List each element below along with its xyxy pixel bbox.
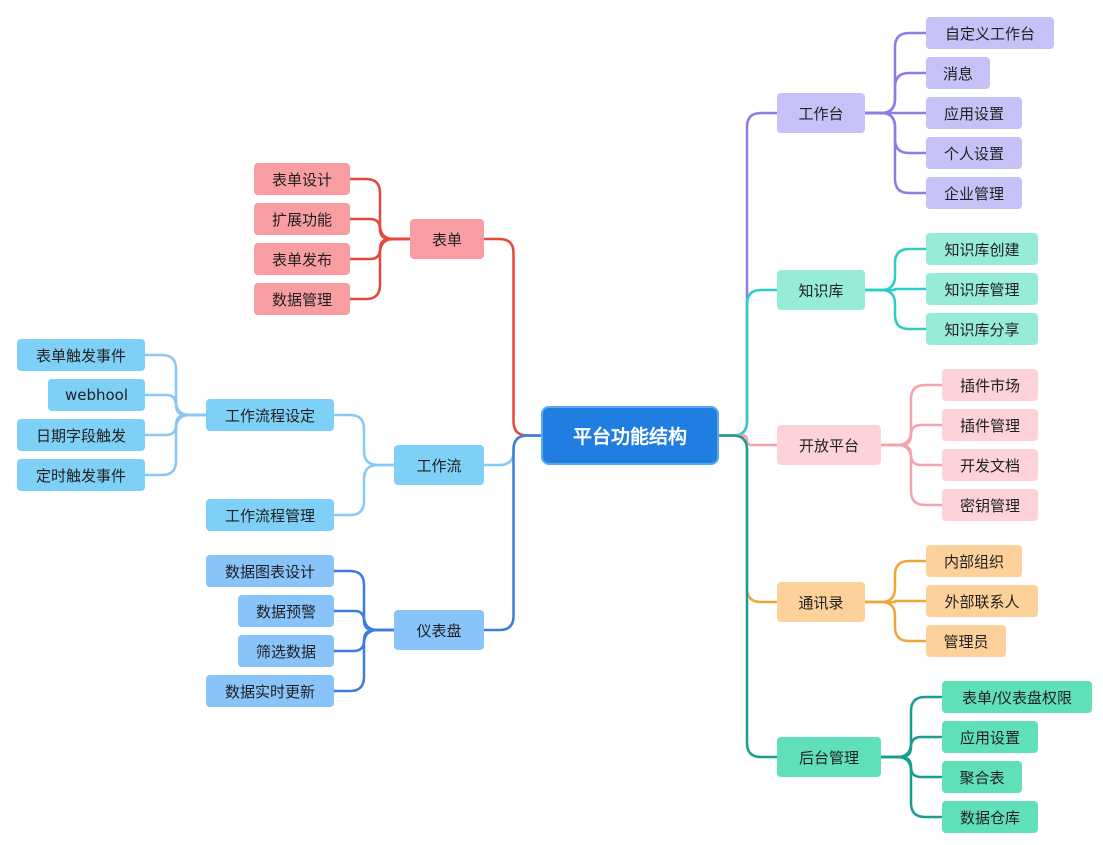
connector-root-knowledge [715,288,779,437]
branch-backend-admin[interactable]: 后台管理 [777,737,881,777]
leaf-plugin-manage[interactable]: 插件管理 [942,409,1038,441]
connector-openplatform-3 [879,443,944,507]
leaf-form-dashboard-permission[interactable]: 表单/仪表盘权限 [942,681,1092,713]
leaf-personal-settings[interactable]: 个人设置 [926,137,1022,169]
branch-knowledge-base[interactable]: 知识库 [777,270,865,310]
connector-workflow-1 [332,463,396,517]
leaf-plugin-market[interactable]: 插件市场 [942,369,1038,401]
connector-admin-3 [879,755,944,819]
branch-open-platform[interactable]: 开放平台 [777,425,881,465]
connector-knowledge-1 [863,287,928,292]
leaf-webhook[interactable]: webhool [48,379,145,411]
sub-workflow-setup[interactable]: 工作流程设定 [206,399,334,431]
connector-workflow-0-1 [143,393,208,417]
connector-root-form [482,237,545,437]
leaf-filter-data[interactable]: 筛选数据 [238,635,334,667]
leaf-dev-docs[interactable]: 开发文档 [942,449,1038,481]
leaf-chart-design[interactable]: 数据图表设计 [206,555,334,587]
leaf-knowledge-manage[interactable]: 知识库管理 [926,273,1038,305]
branch-contacts[interactable]: 通讯录 [777,582,865,622]
branch-dashboard[interactable]: 仪表盘 [394,610,484,650]
leaf-knowledge-share[interactable]: 知识库分享 [926,313,1038,345]
leaf-form-design[interactable]: 表单设计 [254,163,350,195]
leaf-backend-app-settings[interactable]: 应用设置 [942,721,1038,753]
connector-contacts-2 [863,600,928,643]
connector-openplatform-1 [879,423,944,447]
leaf-extensions[interactable]: 扩展功能 [254,203,350,235]
connector-form-3 [348,237,412,301]
connector-worktable-1 [863,71,928,115]
branch-worktable[interactable]: 工作台 [777,93,865,133]
branch-workflow[interactable]: 工作流 [394,445,484,485]
connector-worktable-4 [863,111,928,195]
leaf-data-management[interactable]: 数据管理 [254,283,350,315]
leaf-aggregate-table[interactable]: 聚合表 [942,761,1022,793]
leaf-form-publish[interactable]: 表单发布 [254,243,350,275]
leaf-realtime-update[interactable]: 数据实时更新 [206,675,334,707]
connector-workflow-0-3 [143,413,208,477]
connector-contacts-0 [863,559,928,604]
connector-workflow-0 [332,413,396,467]
branch-form[interactable]: 表单 [410,219,484,259]
leaf-custom-worktable[interactable]: 自定义工作台 [926,17,1054,49]
leaf-enterprise-management[interactable]: 企业管理 [926,177,1022,209]
connector-knowledge-2 [863,288,928,331]
leaf-scheduled-trigger[interactable]: 定时触发事件 [17,459,145,491]
leaf-internal-org[interactable]: 内部组织 [926,545,1022,577]
leaf-app-settings[interactable]: 应用设置 [926,97,1022,129]
connector-knowledge-0 [863,247,928,292]
leaf-external-contacts[interactable]: 外部联系人 [926,585,1038,617]
connector-root-admin [715,434,779,759]
sub-workflow-management[interactable]: 工作流程管理 [206,499,334,531]
leaf-data-alert[interactable]: 数据预警 [238,595,334,627]
leaf-date-field-trigger[interactable]: 日期字段触发 [17,419,145,451]
connector-root-openplatform [715,434,779,447]
connector-dashboard-3 [332,628,396,693]
leaf-messages[interactable]: 消息 [926,57,990,89]
leaf-knowledge-create[interactable]: 知识库创建 [926,233,1038,265]
connector-contacts-1 [863,599,928,604]
leaf-key-manage[interactable]: 密钥管理 [942,489,1038,521]
connector-root-dashboard [482,434,545,632]
leaf-form-trigger-event[interactable]: 表单触发事件 [17,339,145,371]
root-node[interactable]: 平台功能结构 [543,408,717,463]
connector-admin-1 [879,735,944,759]
leaf-data-warehouse[interactable]: 数据仓库 [942,801,1038,833]
leaf-administrators[interactable]: 管理员 [926,625,1006,657]
